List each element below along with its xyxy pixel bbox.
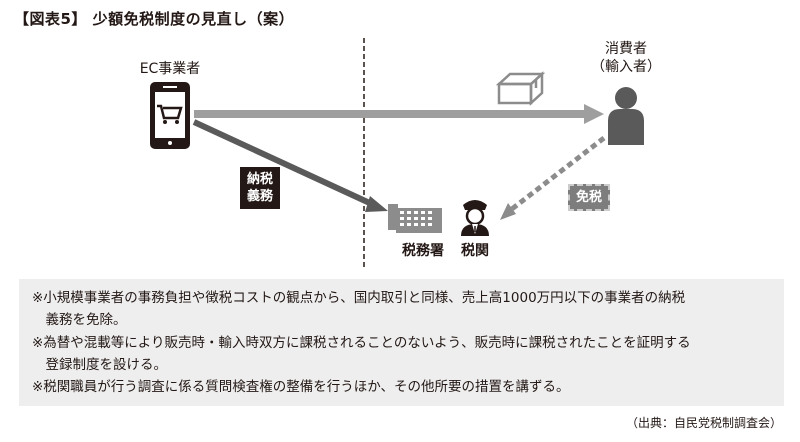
tax-obligation-tag-line2: 義務 <box>246 189 273 204</box>
tax-obligation-tag-line1: 納税 <box>246 172 273 187</box>
note-line: ※小規模事業者の事務負担や徴税コストの観点から、国内取引と同様、売上高1000万… <box>32 290 686 306</box>
diagram-canvas <box>150 38 644 268</box>
tax-obligation-arrow <box>192 119 388 212</box>
tax-exempt-arrow <box>500 136 606 220</box>
label-consumer-line2: （輸入者） <box>591 59 661 75</box>
figure-title: 【図表5】 少額免税制度の見直し（案） <box>14 10 295 28</box>
note-line: 登録制度を設ける。 <box>32 357 167 373</box>
label-ec-business: EC事業者 <box>139 61 201 77</box>
building-icon <box>388 204 442 233</box>
label-tax-office: 税務署 <box>402 243 444 259</box>
customs-officer-icon <box>461 200 489 236</box>
person-icon <box>608 87 644 145</box>
package-box-icon <box>495 71 546 106</box>
notes-box: ※小規模事業者の事務負担や徴税コストの観点から、国内取引と同様、売上高1000万… <box>19 279 784 406</box>
tax-obligation-tag: 納税 義務 <box>240 167 280 209</box>
label-customs: 税関 <box>461 243 489 259</box>
smartphone-cart-icon <box>150 82 190 149</box>
label-consumer: 消費者 （輸入者） <box>590 40 662 76</box>
tax-exempt-tag: 免税 <box>568 184 610 211</box>
note-line: ※税関職員が行う調査に係る質問検査権の整備を行うほか、その他所要の措置を講ずる。 <box>32 379 570 395</box>
source-citation: （出典：自民党税制調査会） <box>625 416 782 430</box>
note-line: ※為替や混載等により販売時・輸入時双方に課税されることのないよう、販売時に課税さ… <box>32 335 691 351</box>
note-line: 義務を免除。 <box>32 312 127 328</box>
label-consumer-line1: 消費者 <box>605 41 647 57</box>
goods-arrow <box>194 104 604 124</box>
